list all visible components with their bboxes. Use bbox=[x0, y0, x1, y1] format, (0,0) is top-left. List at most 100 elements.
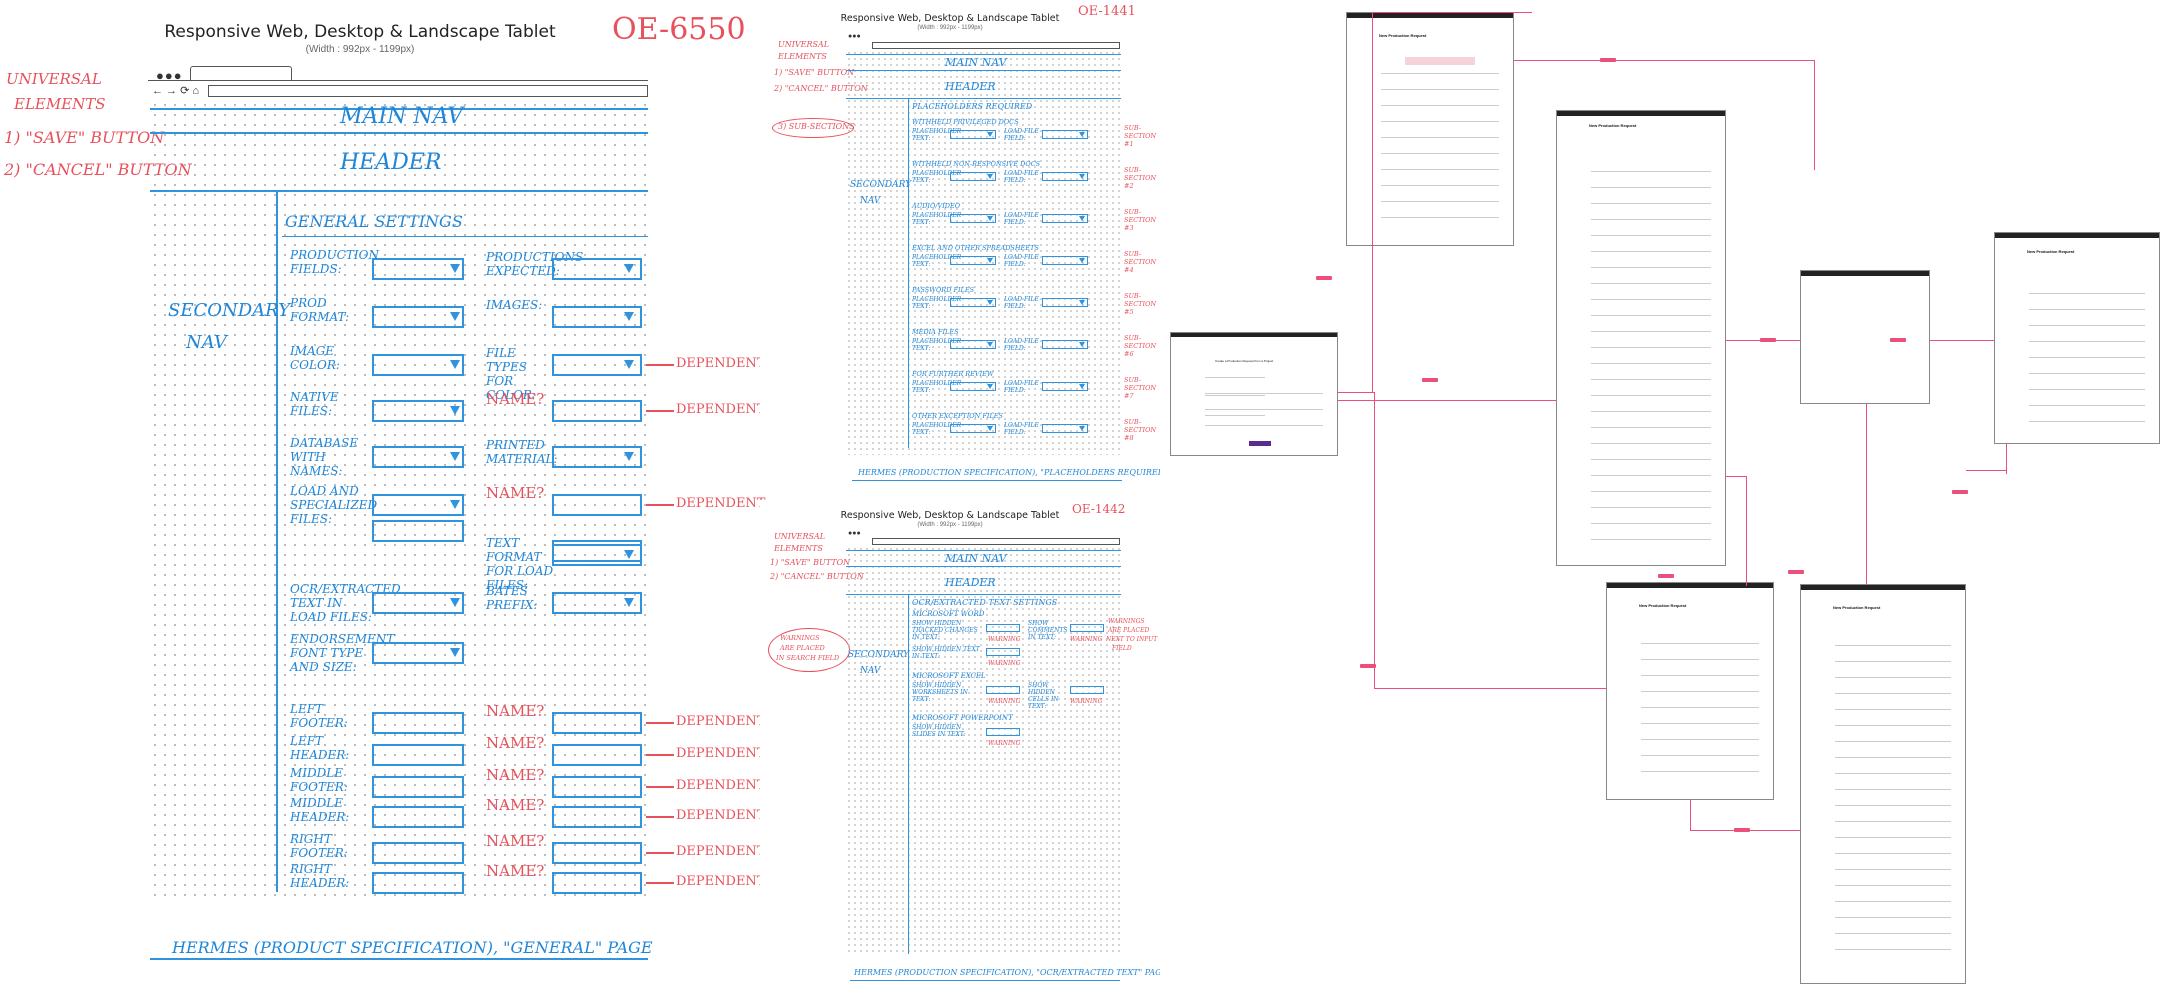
placeholder-label: PLACEHOLDER TEXT: bbox=[912, 338, 962, 352]
select-field bbox=[552, 842, 642, 864]
page-caption: HERMES (PRODUCTION SPECIFICATION), "PLAC… bbox=[858, 468, 1194, 477]
form-row bbox=[1641, 691, 1759, 692]
flow-label-tag bbox=[1788, 570, 1804, 574]
flow-line bbox=[1866, 404, 1867, 584]
form-row bbox=[1835, 933, 1951, 934]
flow-label-tag bbox=[1952, 490, 1968, 494]
placeholder-field bbox=[950, 298, 996, 307]
warnings-note: WARNINGS bbox=[780, 634, 820, 642]
save-button-note: 1) "SAVE" BUTTON bbox=[770, 558, 851, 567]
dependent-note: DEPENDENT bbox=[676, 874, 766, 889]
form-row bbox=[1835, 693, 1951, 694]
header-line bbox=[846, 594, 1121, 595]
wire-form-6: New Production Request bbox=[1800, 584, 1966, 984]
placeholder-label: PLACEHOLDER TEXT: bbox=[912, 422, 962, 436]
field-label: MIDDLE FOOTER: bbox=[290, 766, 348, 794]
sketch-subtitle: (Width : 992px - 1199px) bbox=[917, 25, 983, 31]
select-field bbox=[1070, 686, 1104, 694]
warning-text: WARNING bbox=[988, 636, 1021, 643]
flow-line bbox=[1746, 476, 1747, 586]
form-row bbox=[1835, 757, 1951, 758]
sketch-subtitle: (Width : 992px - 1199px) bbox=[305, 44, 415, 55]
field-label: ENDORSEMENT FONT TYPE AND SIZE: bbox=[290, 632, 395, 674]
dropdown-arrow-icon bbox=[987, 384, 993, 389]
placeholder-field bbox=[950, 172, 996, 181]
select-field bbox=[552, 494, 642, 516]
secondary-nav-label: SECONDARY bbox=[850, 180, 912, 190]
field-label: LEFT FOOTER: bbox=[290, 702, 348, 730]
field-label: BATES PREFIX: bbox=[486, 584, 538, 612]
subsection-note: SUB-SECTION #3 bbox=[1124, 208, 1157, 232]
warnings-note: IN SEARCH FIELD bbox=[776, 654, 840, 662]
form-row bbox=[1381, 185, 1499, 186]
dependent-arrow bbox=[646, 504, 674, 506]
select-field bbox=[1070, 624, 1104, 632]
group-title: WITHHELD NON-RESPONSIVE DOCS bbox=[912, 160, 1041, 168]
form-row bbox=[1835, 645, 1951, 646]
form-row bbox=[1641, 755, 1759, 756]
main-nav-label: MAIN NAV bbox=[945, 552, 1007, 565]
form-row bbox=[1591, 491, 1711, 492]
form-title: New Production Request bbox=[1379, 33, 1427, 38]
form-row bbox=[1591, 267, 1711, 268]
flow-line bbox=[1338, 400, 1556, 401]
subsection-note: SUB-SECTION #8 bbox=[1124, 418, 1157, 442]
select-field bbox=[372, 842, 464, 864]
nav-line bbox=[846, 566, 1121, 567]
nav-line bbox=[846, 70, 1121, 71]
universal-label: UNIVERSAL bbox=[6, 70, 102, 88]
dialog-continue-button[interactable] bbox=[1249, 441, 1271, 446]
flow-line bbox=[1372, 12, 1532, 13]
secondary-nav-label: NAV bbox=[860, 666, 881, 676]
field-label: DATABASE WITH NAMES: bbox=[290, 436, 359, 478]
placeholder-label: PLACEHOLDER TEXT: bbox=[912, 212, 962, 226]
form-row bbox=[1381, 73, 1499, 74]
cancel-button-note: 2) "CANCEL" BUTTON bbox=[770, 572, 864, 581]
load-file-field bbox=[1042, 382, 1088, 391]
form-row bbox=[1591, 203, 1711, 204]
universal-label: ELEMENTS bbox=[774, 544, 823, 553]
dependent-arrow bbox=[646, 754, 674, 756]
field-label: NATIVE FILES: bbox=[290, 390, 339, 418]
form-row bbox=[1835, 661, 1951, 662]
group-title: EXCEL AND OTHER SPREADSHEETS bbox=[912, 244, 1039, 252]
select-field bbox=[372, 354, 464, 376]
group-title: MICROSOFT WORD bbox=[912, 610, 985, 618]
dropdown-arrow-icon bbox=[624, 312, 634, 321]
header-label: HEADER bbox=[945, 576, 996, 589]
placeholder-field bbox=[950, 214, 996, 223]
dropdown-arrow-icon bbox=[450, 500, 460, 509]
row-label: SHOW COMMENTS IN TEXT: bbox=[1028, 620, 1068, 641]
dropdown-arrow-icon bbox=[987, 174, 993, 179]
ticket-number: OE-6550 bbox=[612, 12, 746, 47]
save-button-note: 1) "SAVE" BUTTON bbox=[774, 68, 855, 77]
placeholder-field bbox=[950, 340, 996, 349]
dependent-arrow bbox=[646, 364, 674, 366]
dropdown-arrow-icon bbox=[1079, 384, 1085, 389]
select-field bbox=[372, 446, 464, 468]
row-label: SHOW HIDDEN SLIDES IN TEXT: bbox=[912, 724, 966, 738]
form-row bbox=[1591, 411, 1711, 412]
form-row bbox=[2029, 309, 2145, 310]
field-label: LOAD AND SPECIALIZED FILES: bbox=[290, 484, 378, 526]
flow-label-tag bbox=[1316, 276, 1332, 280]
select-field bbox=[552, 400, 642, 422]
select-field bbox=[372, 744, 464, 766]
dependent-note: DEPENDENT bbox=[676, 778, 766, 793]
flow-line bbox=[1372, 12, 1373, 392]
dropdown-arrow-icon bbox=[1079, 216, 1085, 221]
sketch-title: Responsive Web, Desktop & Landscape Tabl… bbox=[840, 13, 1060, 24]
group-title: MICROSOFT EXCEL bbox=[912, 672, 986, 680]
flow-line bbox=[2006, 444, 2007, 474]
form-row bbox=[1591, 427, 1711, 428]
browser-nav-icons: ← → ⟳ ⌂ bbox=[152, 85, 200, 97]
form-row bbox=[1591, 299, 1711, 300]
form-row bbox=[1381, 121, 1499, 122]
wire-form-1: New Production Request bbox=[1346, 12, 1514, 246]
form-row bbox=[1835, 805, 1951, 806]
form-row bbox=[1835, 773, 1951, 774]
form-row bbox=[2029, 325, 2145, 326]
header-label: HEADER bbox=[945, 80, 996, 93]
form-row bbox=[1591, 235, 1711, 236]
form-row bbox=[1835, 917, 1951, 918]
